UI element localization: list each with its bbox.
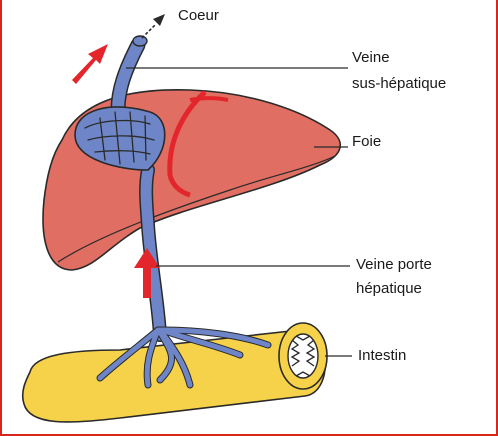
label-hepatic-vein-line2: sus-hépatique: [352, 74, 446, 94]
label-portal-vein-line1: Veine porte: [356, 255, 432, 275]
flow-arrow-upper: [72, 44, 108, 84]
heart-arrow: [142, 14, 165, 38]
label-hepatic-vein-line1: Veine: [352, 48, 390, 68]
label-intestine: Intestin: [358, 346, 406, 366]
label-liver: Foie: [352, 132, 381, 152]
hepatic-vein-opening: [133, 36, 147, 46]
label-portal-vein-line2: hépatique: [356, 279, 422, 299]
label-heart: Coeur: [178, 6, 219, 26]
liver-fissure-top: [190, 98, 228, 100]
